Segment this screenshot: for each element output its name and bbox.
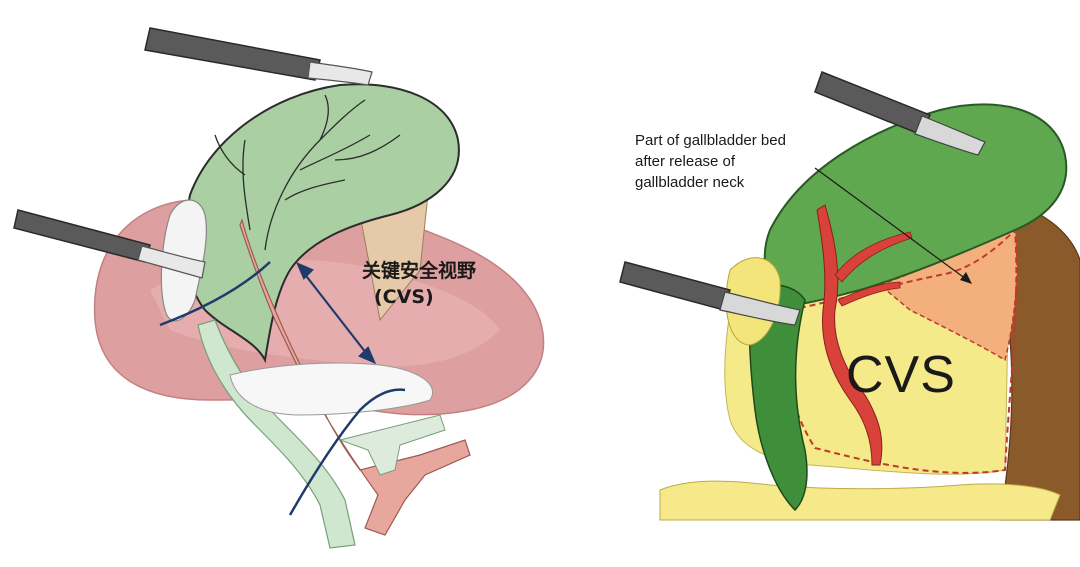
cvs-label-abbrev: (CVS) bbox=[374, 286, 434, 308]
cystic-artery-branches bbox=[214, 94, 401, 251]
gallbladder-shape bbox=[184, 83, 460, 364]
grasper-instrument-left bbox=[13, 209, 206, 279]
cvs-label-chinese: 关键安全视野 bbox=[362, 260, 477, 282]
annotation-leader-line bbox=[814, 167, 971, 283]
cystic-artery bbox=[239, 218, 471, 536]
annotation-line-2: after release of bbox=[635, 153, 736, 170]
right-illustration: Part of gallbladder bed after release of… bbox=[610, 0, 1080, 567]
grasper-instrument-left-right bbox=[619, 261, 801, 326]
annotation-arrowhead bbox=[960, 272, 972, 284]
grasper-instrument-top bbox=[144, 27, 373, 86]
cystic-artery-red bbox=[816, 204, 883, 466]
cystic-artery-branch-1 bbox=[834, 231, 913, 283]
cvs-double-arrow bbox=[295, 261, 377, 365]
gallbladder-neck-strip bbox=[748, 284, 808, 512]
right-anatomy-drawing bbox=[619, 71, 1080, 521]
cvs-label: CVS bbox=[846, 346, 956, 404]
left-anatomy-drawing bbox=[13, 27, 545, 549]
left-illustration: 关键安全视野 (CVS) bbox=[13, 27, 545, 549]
dissection-line-upper bbox=[159, 261, 271, 327]
annotation-line-1: Part of gallbladder bed bbox=[635, 132, 786, 149]
common-bile-duct bbox=[338, 414, 446, 476]
cystic-artery-branch-2 bbox=[837, 281, 901, 307]
fat-tissue bbox=[229, 362, 433, 416]
dissection-line-lower bbox=[288, 388, 406, 516]
yellow-fat-base bbox=[659, 480, 1061, 521]
gallbladder-bed-annotation: Part of gallbladder bed after release of… bbox=[635, 130, 786, 193]
annotation-line-3: gallbladder neck bbox=[635, 174, 745, 191]
cvs-dashed-outline bbox=[784, 227, 1018, 474]
grasper-instrument-top-right bbox=[814, 71, 986, 156]
